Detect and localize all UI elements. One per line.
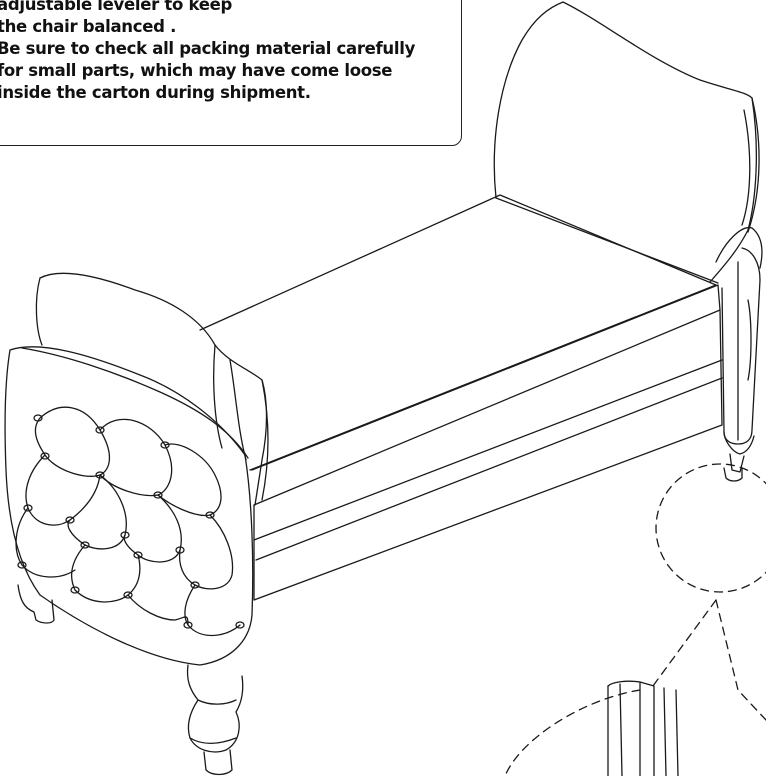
seat-cushion <box>199 194 719 471</box>
seat-front-apron <box>251 284 723 601</box>
left-front-leg <box>186 664 244 776</box>
note-line-1: adjustable leveler to keep <box>0 0 233 14</box>
detail-callout <box>504 463 766 776</box>
left-rear-foot <box>17 584 55 624</box>
note-line-2: the chair balanced . <box>0 17 177 36</box>
note-line-3: Be sure to check all packing material ca… <box>0 39 416 58</box>
left-pillow <box>35 272 269 506</box>
instruction-note-text: adjustable leveler to keep the chair bal… <box>0 0 457 104</box>
note-line-5: inside the carton during shipment. <box>0 83 311 102</box>
right-arm-panel <box>493 1 763 283</box>
instruction-note-box <box>0 0 462 146</box>
note-line-4: for small parts, which may have come loo… <box>0 61 393 80</box>
detail-leg-closeup <box>607 680 679 776</box>
left-tufted-arm <box>4 346 254 666</box>
right-rear-leg <box>721 247 761 482</box>
